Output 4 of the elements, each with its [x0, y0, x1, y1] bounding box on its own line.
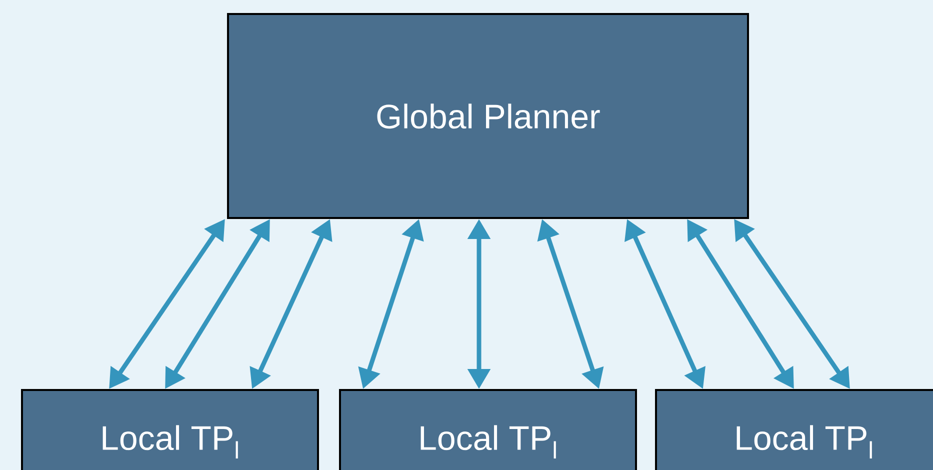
planner-box: Global Planner [227, 13, 749, 219]
local-planner-box: Local TP$_{l}$ [655, 388, 933, 470]
local-planner-box: Local TP$_{l}$ [21, 388, 319, 470]
local-planner-box: Local TP$_{l}$ [339, 388, 637, 470]
